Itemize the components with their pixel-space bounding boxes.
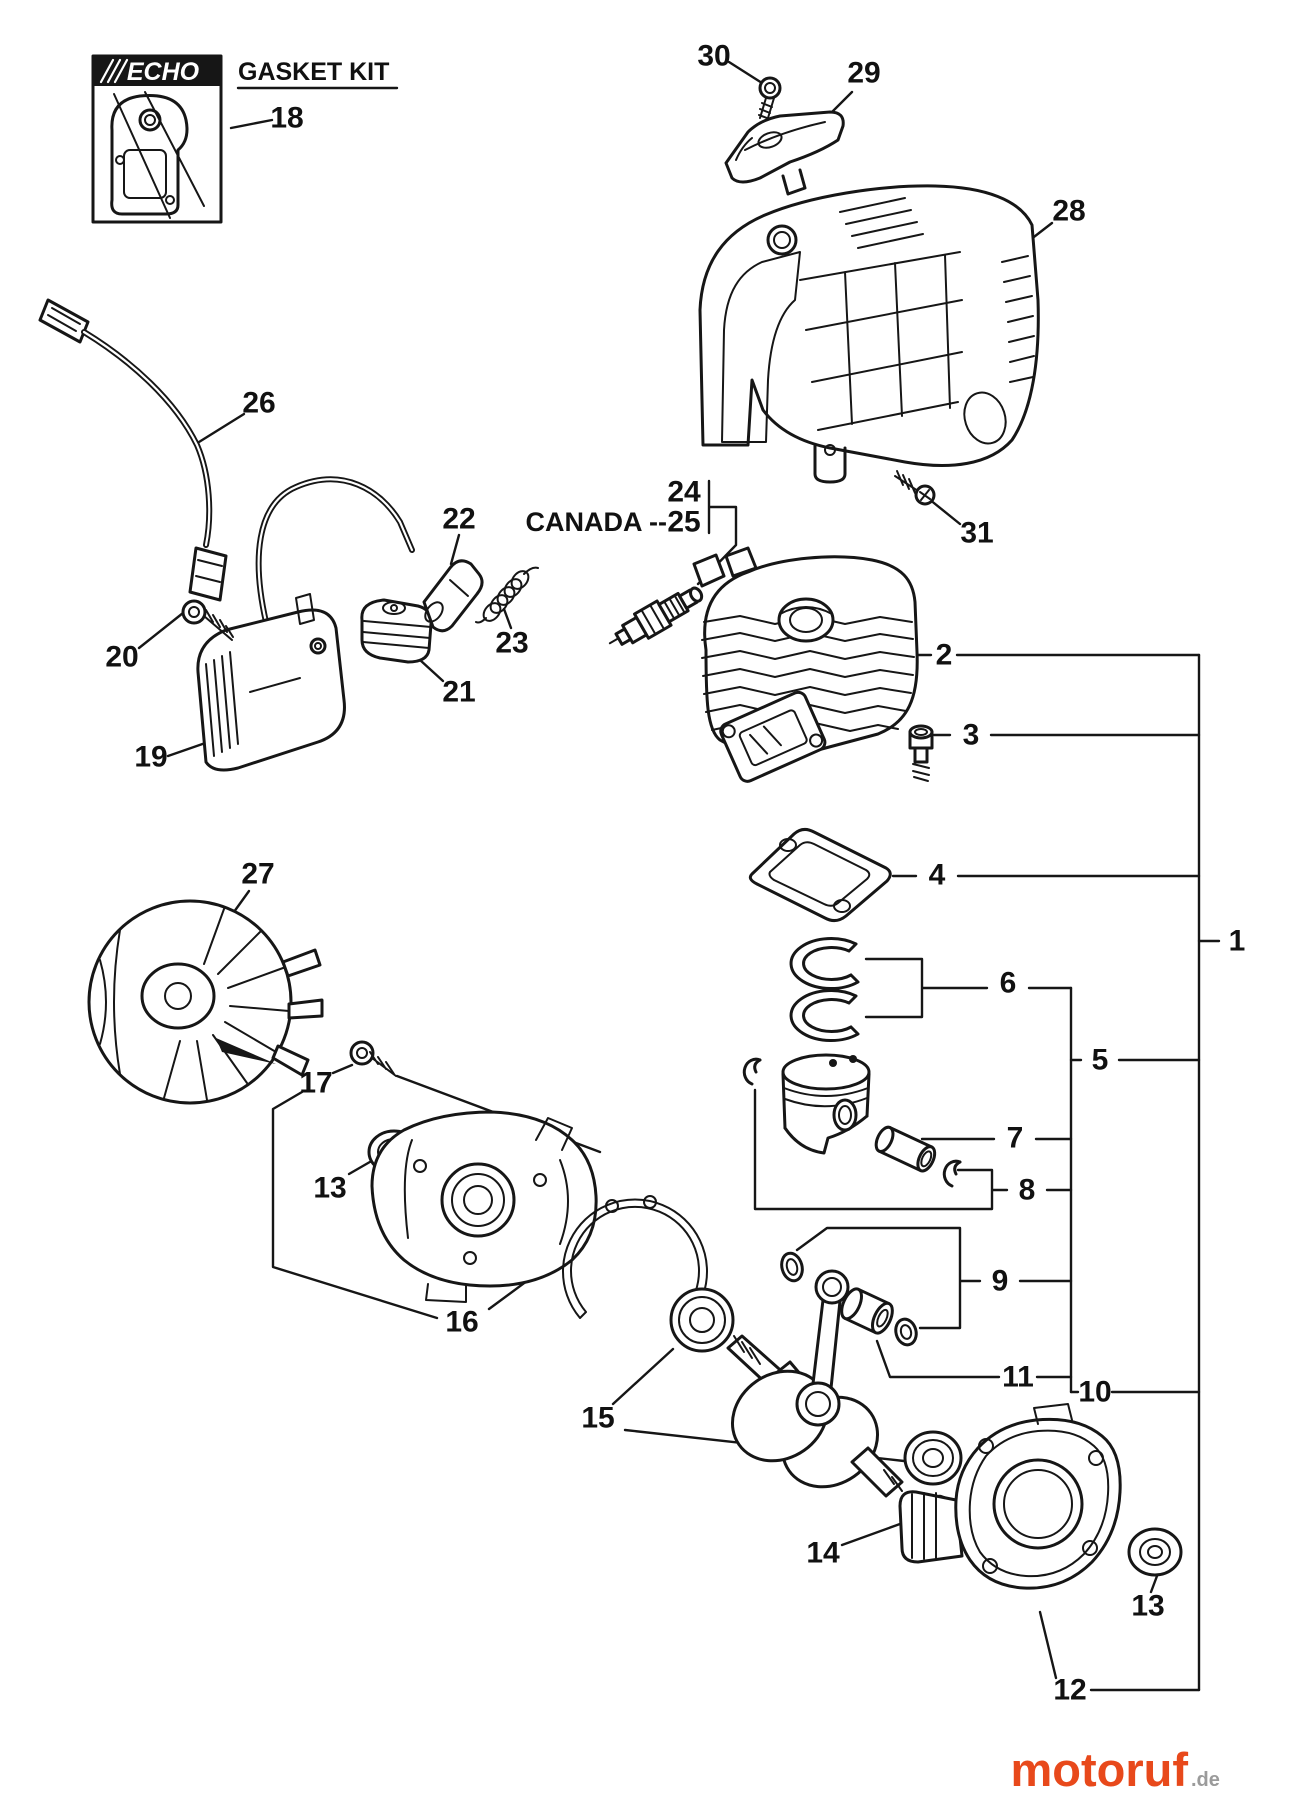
gasket-kit-title: GASKET KIT	[238, 58, 389, 86]
screw-30	[758, 76, 782, 119]
piston-pin-7	[874, 1125, 937, 1173]
crankcase-12	[898, 1403, 1122, 1590]
leader-12	[1038, 1610, 1201, 1692]
part-number-20: 20	[105, 641, 138, 674]
part-number-23: 23	[495, 627, 528, 660]
part-number-19: 19	[134, 741, 167, 774]
bracket-8	[753, 1088, 1073, 1211]
screw-17	[349, 1040, 397, 1077]
part-number-11: 11	[1002, 1361, 1034, 1394]
part-number-5: 5	[1092, 1044, 1109, 1077]
part-number-16: 16	[445, 1306, 478, 1339]
part-number-29: 29	[847, 57, 880, 90]
piston-5	[781, 1053, 871, 1155]
leader-26	[197, 412, 246, 444]
retainer-ring	[562, 1195, 708, 1319]
bracket-9	[795, 1226, 1073, 1330]
part-number-12: 12	[1053, 1674, 1086, 1707]
part-number-13: 13	[313, 1172, 346, 1205]
part-number-18: 18	[270, 102, 303, 135]
echo-logo-text: ECHO	[127, 58, 200, 86]
part-number-22: 22	[442, 503, 475, 536]
crankcase-16	[370, 1110, 598, 1303]
part-number-15: 15	[581, 1402, 614, 1435]
part-number-31: 31	[960, 517, 993, 550]
leader-11	[875, 1339, 1073, 1379]
coil-high-tension-lead	[255, 476, 415, 625]
cylinder-gasket-4	[748, 827, 892, 923]
ball-bearing-15-lower	[903, 1430, 963, 1486]
motoruf-watermark: motoruf .de	[1010, 1743, 1219, 1796]
canada-label: CANADA --	[526, 507, 667, 537]
part-number-3: 3	[963, 719, 980, 752]
part-number-8: 8	[1019, 1174, 1036, 1207]
part-number-24: 24	[667, 476, 701, 509]
connecting-rod-9	[780, 1251, 918, 1347]
spark-plug-24-25	[608, 586, 704, 646]
part-number-10: 10	[1078, 1376, 1111, 1409]
part-number-17: 17	[299, 1067, 332, 1100]
crankshaft-10	[726, 1269, 904, 1498]
engine-cover-28	[698, 184, 1040, 484]
cylinder-cover-29	[724, 110, 845, 196]
part-number-13: 13	[1131, 1590, 1164, 1623]
leader-31	[927, 497, 962, 526]
bolt-3	[908, 724, 934, 782]
motoruf-logo-text: motoruf	[1010, 1743, 1188, 1796]
oil-seal-13-bottom	[1127, 1527, 1183, 1577]
part-number-26: 26	[242, 387, 275, 420]
flywheel-27	[87, 899, 324, 1105]
bracket-6	[864, 957, 1073, 1019]
plug-terminal-spring-23	[475, 566, 539, 624]
leader-13-bottom	[1149, 1574, 1159, 1594]
leader-22	[449, 533, 461, 566]
part-number-21: 21	[442, 676, 475, 709]
part-number-6: 6	[1000, 967, 1017, 1000]
screw-20	[181, 599, 234, 641]
gasket-kit-box	[91, 54, 223, 224]
ball-bearing-15-upper	[669, 1287, 735, 1353]
part-number-7: 7	[1007, 1122, 1024, 1155]
part-number-27: 27	[241, 858, 274, 891]
spark-plug-cap-22	[422, 559, 484, 633]
piston-rings-6	[789, 937, 860, 1043]
part-number-2: 2	[936, 639, 953, 672]
leader-23	[502, 607, 513, 630]
ignition-coil-19	[196, 593, 346, 772]
leader-21	[418, 658, 445, 683]
coil-core-21	[360, 598, 433, 664]
part-number-9: 9	[992, 1265, 1009, 1298]
leader-20	[137, 611, 185, 650]
part-number-1: 1	[1229, 925, 1246, 958]
leader-30	[727, 60, 764, 85]
part-number-14: 14	[806, 1537, 840, 1570]
leader-18	[229, 118, 274, 130]
screw-31	[894, 470, 936, 506]
motoruf-domain-text: .de	[1191, 1769, 1220, 1791]
part-number-28: 28	[1052, 195, 1085, 228]
part-number-30: 30	[697, 40, 730, 73]
part-number-25: 25	[667, 506, 700, 539]
piston-pin-circlip-left	[742, 1057, 762, 1086]
part-drawings	[38, 54, 1183, 1590]
part-number-4: 4	[929, 859, 946, 892]
piston-pin-circlip-right	[942, 1159, 962, 1188]
cylinder-2	[692, 546, 919, 783]
spark-plug-wire-26	[38, 298, 228, 602]
